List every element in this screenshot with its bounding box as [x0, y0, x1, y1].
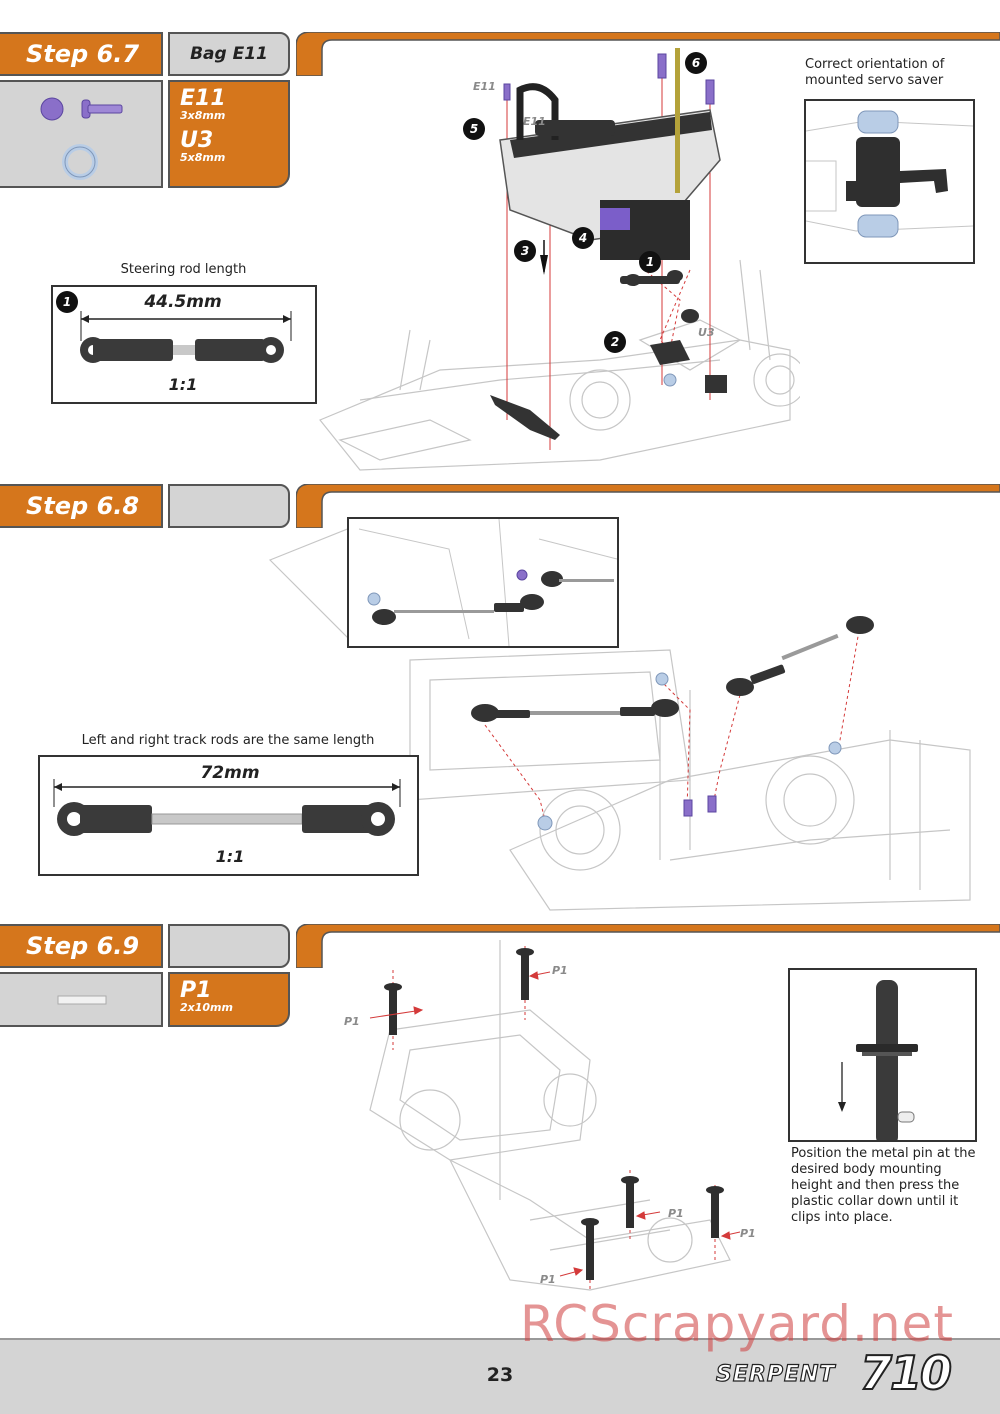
- label-u3: U3: [698, 326, 715, 339]
- callout-1: 1: [639, 251, 661, 273]
- pin-arrow-icon: [369, 971, 741, 1277]
- track-rod-detail-box: [347, 517, 619, 648]
- label-p1-d: P1: [740, 1227, 756, 1240]
- steering-rod-callout: 1: [56, 291, 78, 313]
- step-6-8-bag-label: [168, 484, 290, 528]
- servo-saver-assembly-diagram: [319, 48, 800, 471]
- step-6-7-header-bar: [296, 32, 1000, 76]
- part-size-e11: 3x8mm: [180, 109, 226, 122]
- label-p1-c: P1: [668, 1207, 684, 1220]
- watermark-text: RCScrapyard.net: [520, 1295, 954, 1353]
- washer-u3-icon: [663, 373, 677, 387]
- step-6-9-title: Step 6.9: [0, 924, 163, 968]
- callout-3: 3: [514, 240, 536, 262]
- label-p1-e: P1: [540, 1273, 556, 1286]
- ball-stud-icon: [537, 672, 842, 831]
- callout-4: 4: [572, 227, 594, 249]
- servo-saver-icon: [846, 110, 948, 238]
- steering-rod-icon: [80, 337, 284, 363]
- step-6-8-title: Step 6.8: [0, 484, 163, 528]
- screw-e11-icon: [40, 97, 123, 121]
- steering-rod-length: 44.5mm: [144, 292, 222, 312]
- step-6-7-bag-label: Bag E11: [168, 32, 290, 76]
- servo-mount-icon: [499, 83, 721, 260]
- body-post-detail-drawing: [838, 980, 918, 1145]
- track-rod-scale: 1:1: [215, 847, 245, 866]
- steering-rod-drawing: [80, 311, 292, 363]
- callout-5: 5: [463, 118, 485, 140]
- servo-saver-detail-drawing: [805, 110, 974, 238]
- steering-rod-box: 1 44.5mm 1:1: [51, 285, 317, 404]
- track-rod-72mm-icon: [57, 802, 395, 836]
- page-number: 23: [486, 1364, 514, 1386]
- body-post-note: Position the metal pin at the desired bo…: [791, 1146, 976, 1225]
- servo-saver-note: Correct orientation of mounted servo sav…: [805, 57, 945, 88]
- part-size-u3: 5x8mm: [180, 151, 226, 164]
- step-6-7-parts-box: [0, 80, 163, 188]
- body-post-detail-box: [788, 968, 977, 1145]
- label-e11-b: E11: [523, 115, 546, 128]
- track-rod-drawing: [53, 779, 401, 836]
- washer-u3-icon: [62, 144, 98, 180]
- model-logo-text: 710: [859, 1345, 953, 1401]
- label-p1-a: P1: [552, 964, 568, 977]
- step-6-9-codes-box: P1 2x10mm: [168, 972, 290, 1027]
- label-p1-b: P1: [344, 1015, 360, 1028]
- part-code-e11: E11: [180, 86, 226, 111]
- step-6-8-header-bar: [296, 484, 1000, 528]
- track-rod-detail-icon: [372, 571, 614, 625]
- body-post-icon: [384, 948, 724, 1280]
- body-post-detail-icon: [856, 980, 918, 1145]
- screw-e11-icon: [503, 53, 715, 105]
- steering-rod-caption: Steering rod length: [120, 262, 247, 277]
- track-rod-length: 72mm: [200, 763, 260, 783]
- track-rod-assembly-diagram: [268, 519, 971, 911]
- brand-logo-text: SERPENT: [715, 1361, 836, 1387]
- label-e11-a: E11: [473, 80, 496, 93]
- steering-link-icon: [490, 270, 727, 440]
- body-post-assembly-diagram: [369, 940, 741, 1291]
- step-6-7-parts-icons: [40, 97, 123, 180]
- track-rod-caption: Left and right track rods are the same l…: [81, 733, 375, 748]
- part-size-p1: 2x10mm: [180, 1001, 233, 1014]
- track-rod-box: 72mm 1:1: [38, 755, 419, 876]
- part-code-u3: U3: [180, 128, 214, 153]
- pin-p1-icon: [57, 995, 107, 1005]
- step-6-9-header-bar: [296, 924, 1000, 968]
- step-6-9-parts-box: [0, 972, 163, 1027]
- steering-rod-scale: 1:1: [168, 375, 198, 394]
- step-6-7-title: Step 6.7: [0, 32, 163, 76]
- step-6-9-bag-label: [168, 924, 290, 968]
- callout-6: 6: [685, 52, 707, 74]
- antenna-tube-icon: [675, 48, 680, 193]
- step-6-7-codes-box: E11 3x8mm U3 5x8mm: [168, 80, 290, 188]
- track-rod-detail-drawing: [358, 518, 618, 647]
- step-6-9-parts-icons: [57, 995, 107, 1005]
- servo-saver-detail-box: [804, 99, 975, 264]
- page-footer: [0, 1338, 1000, 1414]
- callout-2: 2: [604, 331, 626, 353]
- track-rod-right-icon: [726, 616, 874, 696]
- part-code-p1: P1: [180, 978, 212, 1003]
- track-rod-left-icon: [471, 699, 679, 722]
- screw-icon: [683, 795, 717, 817]
